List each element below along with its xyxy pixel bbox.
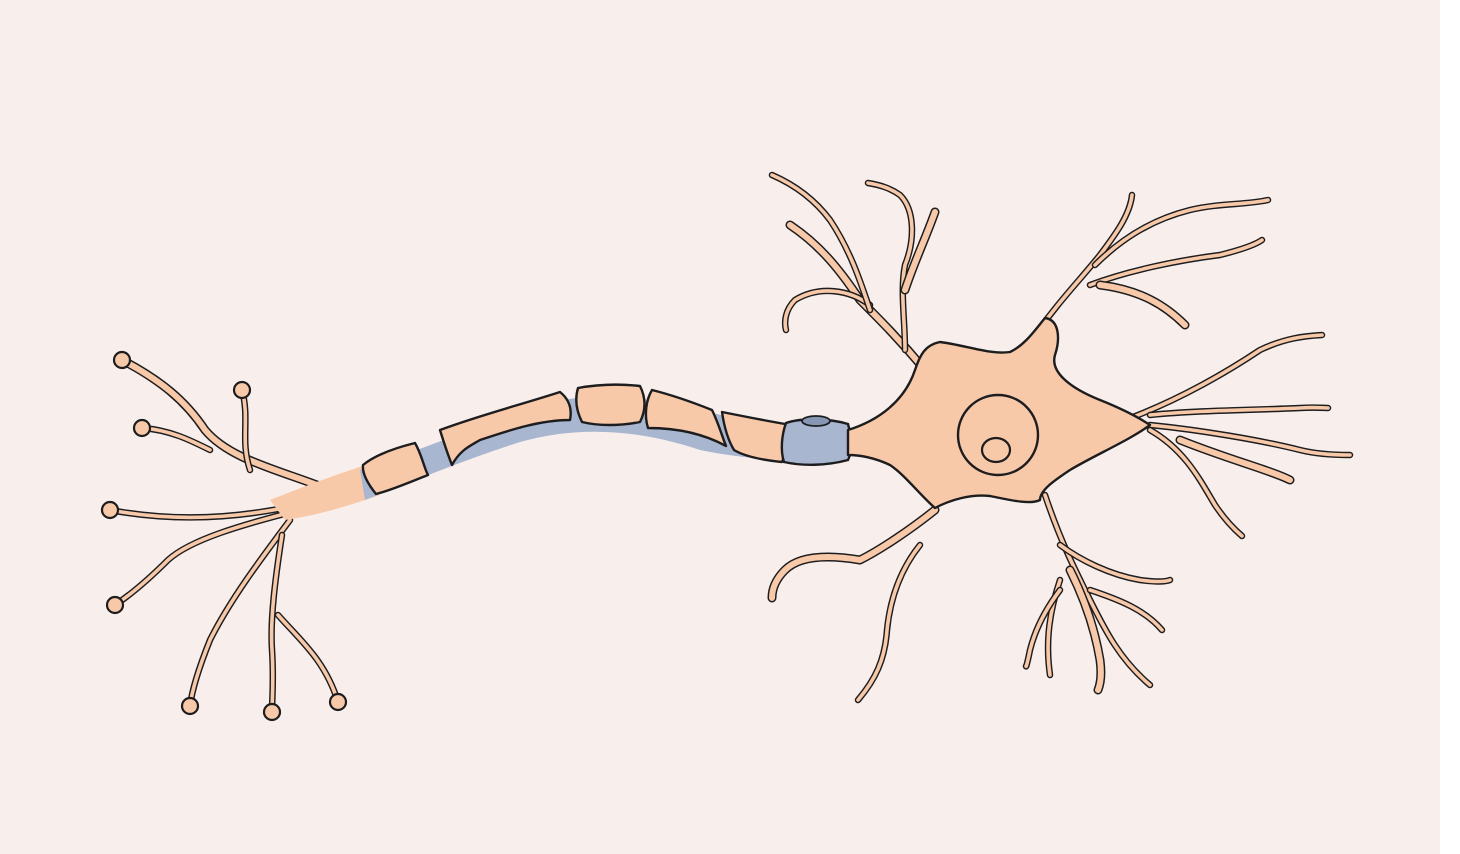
synaptic-terminal (102, 502, 118, 518)
nucleus (958, 395, 1038, 475)
synaptic-terminal (114, 352, 130, 368)
nucleolus (982, 438, 1010, 462)
synaptic-terminal (330, 694, 346, 710)
synaptic-terminal (264, 704, 280, 720)
schwann-cell-nucleus (802, 416, 830, 426)
synaptic-terminal (182, 698, 198, 714)
synaptic-terminal (107, 597, 123, 613)
synaptic-terminal (134, 420, 150, 436)
synaptic-terminal (234, 382, 250, 398)
myelin-sheath-segment (576, 385, 644, 425)
